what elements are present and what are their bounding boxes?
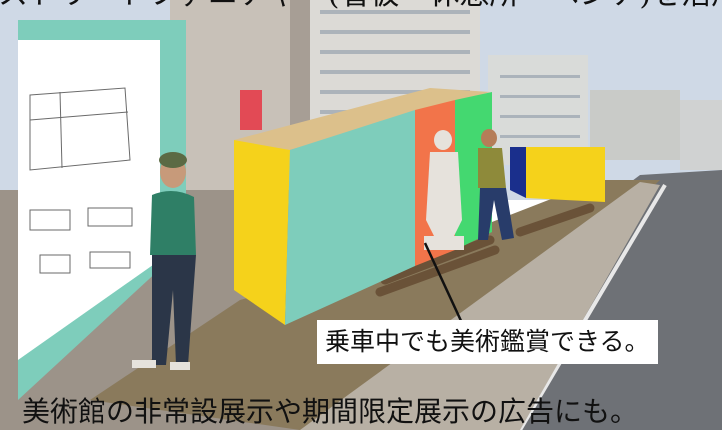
top-caption: ストリートファニチャー(看板・休憩所・ベンチ)を活用した美術館の非常設展示。 [0, 0, 722, 12]
small-sign-navy [510, 147, 526, 198]
blueprint-panel [18, 40, 160, 360]
person-worker [478, 129, 514, 240]
statue [424, 130, 464, 250]
median-strip [90, 180, 660, 430]
callout-label: 乗車中でも美術鑑賞できる。 [317, 320, 658, 364]
bottom-caption: 美術館の非常設展示や期間限定展示の広告にも。 [22, 395, 639, 428]
small-sign-yellow [526, 147, 605, 202]
blueprint-drawing [29, 87, 133, 274]
person-standing [132, 152, 196, 370]
box-side-teal [285, 110, 415, 325]
lane-line [518, 183, 667, 430]
box-end-yellow [234, 140, 290, 325]
curb [300, 182, 660, 430]
box-top [234, 88, 490, 150]
